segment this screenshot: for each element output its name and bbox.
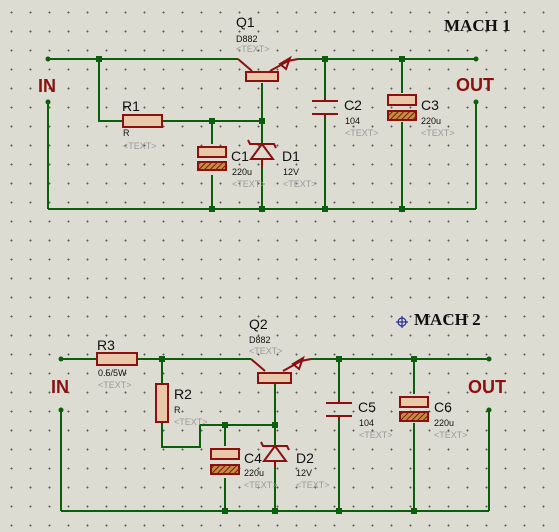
resistor-r3[interactable] — [96, 352, 138, 366]
r2-text: <TEXT> — [174, 417, 208, 427]
c5-value: 104 — [359, 418, 374, 428]
c4-value: 220u — [244, 468, 264, 478]
capacitor-c5[interactable] — [326, 400, 352, 420]
r3-text: <TEXT> — [98, 380, 132, 390]
c4-text: <TEXT> — [244, 480, 278, 490]
capacitor-c6[interactable] — [399, 396, 429, 422]
circuit-mach-1: MACH 1 IN OUT Q1 D882 <TEXT> R1 R <TEXT>… — [38, 14, 511, 212]
transistor-q1[interactable] — [237, 55, 299, 82]
capacitor-c4[interactable] — [210, 448, 240, 475]
r1-ref: R1 — [122, 98, 140, 114]
c5-ref: C5 — [358, 399, 376, 415]
circuit-mach-2: MACH 2 IN OUT R3 0.5/5W <TEXT> Q2 D882 <… — [51, 310, 506, 514]
q1-text: <TEXT> — [236, 44, 270, 54]
resistor-r2[interactable] — [155, 383, 169, 423]
q2-value: D882 — [249, 335, 271, 345]
r1-text: <TEXT> — [123, 141, 157, 151]
capacitor-c3[interactable] — [387, 94, 417, 121]
capacitor-c2[interactable] — [312, 98, 338, 118]
zener-diode-d2[interactable] — [260, 441, 290, 468]
origin-crosshair-icon — [396, 316, 408, 328]
r1-value: R — [123, 128, 130, 138]
c1-text: <TEXT> — [232, 179, 266, 189]
q1-value: D882 — [236, 34, 258, 44]
junctions-mach-2 — [159, 356, 417, 514]
d2-ref: D2 — [296, 450, 314, 466]
output-label: OUT — [456, 75, 494, 95]
zener-diode-d1[interactable] — [247, 139, 277, 167]
c3-value: 220u — [421, 116, 441, 126]
c6-value: 220u — [434, 418, 454, 428]
c2-ref: C2 — [344, 97, 362, 113]
r2-ref: R2 — [174, 386, 192, 402]
junctions-mach-1 — [96, 56, 405, 212]
c4-ref: C4 — [244, 450, 262, 466]
transistor-q2[interactable] — [250, 355, 312, 384]
r3-value: 0.5/5W — [98, 368, 127, 378]
d2-value: 12V — [296, 468, 312, 478]
q2-ref: Q2 — [249, 316, 268, 332]
c1-value: 220u — [232, 167, 252, 177]
circuit-title: MACH 2 — [414, 310, 481, 329]
input-label: IN — [38, 76, 56, 96]
c2-value: 104 — [345, 116, 360, 126]
c3-text: <TEXT> — [421, 128, 455, 138]
d1-ref: D1 — [282, 148, 300, 164]
resistor-r1[interactable] — [122, 114, 163, 128]
terminals-mach-2 — [58, 356, 492, 413]
c6-text: <TEXT> — [434, 430, 468, 440]
output-label: OUT — [468, 377, 506, 397]
c3-ref: C3 — [421, 97, 439, 113]
circuit-title: MACH 1 — [444, 16, 511, 35]
d1-value: 12V — [283, 167, 299, 177]
d2-text: <TEXT> — [296, 480, 330, 490]
c1-ref: C1 — [231, 148, 249, 164]
c5-text: <TEXT> — [359, 430, 393, 440]
r3-ref: R3 — [97, 337, 115, 353]
input-label: IN — [51, 377, 69, 397]
d1-text: <TEXT> — [283, 179, 317, 189]
capacitor-c1[interactable] — [197, 146, 227, 171]
r2-value: R — [174, 405, 181, 415]
c6-ref: C6 — [434, 399, 452, 415]
q1-ref: Q1 — [236, 14, 255, 30]
c2-text: <TEXT> — [345, 128, 379, 138]
q2-text: <TEXT> — [249, 346, 283, 356]
terminals-mach-1 — [45, 56, 479, 105]
